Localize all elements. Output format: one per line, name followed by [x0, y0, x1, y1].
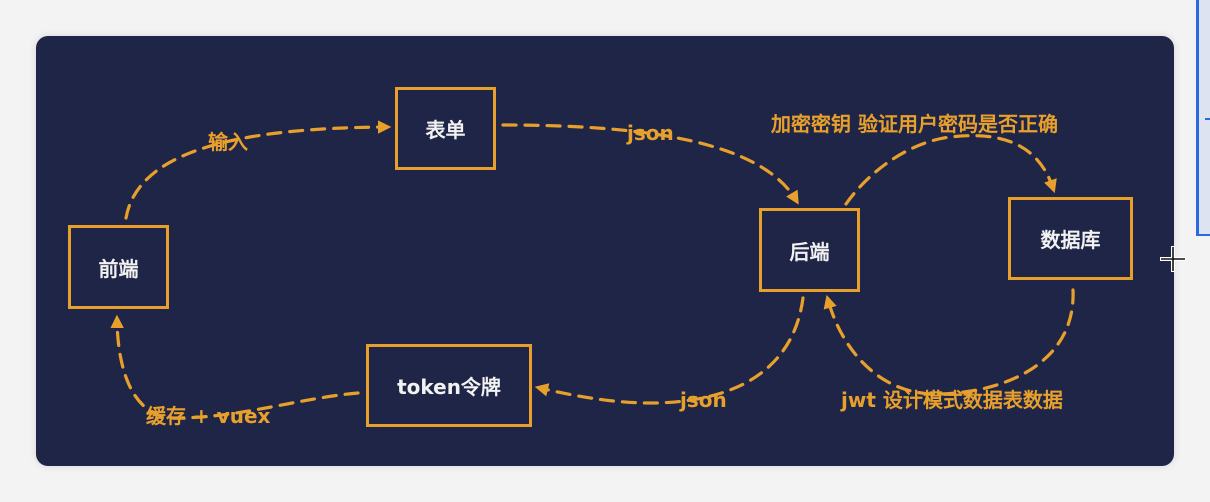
node-form: 表单	[395, 87, 496, 170]
edge-label-json-top: json	[627, 121, 674, 145]
edge-label-encrypt: 加密密钥 验证用户密码是否正确	[771, 112, 1058, 136]
node-token: token令牌	[366, 344, 532, 427]
node-database: 数据库	[1008, 197, 1133, 280]
node-backend: 后端	[759, 208, 860, 292]
node-frontend: 前端	[68, 225, 169, 309]
edge-label-input: 输入	[208, 130, 248, 154]
edge-label-jwt: jwt 设计模式数据表数据	[841, 388, 1063, 412]
edge-label-json-bottom: json	[680, 388, 727, 412]
edge-label-cache: 缓存 + vuex	[146, 404, 271, 428]
crosshair-move-icon	[1160, 246, 1186, 272]
window-edge-strip	[1196, 0, 1210, 236]
